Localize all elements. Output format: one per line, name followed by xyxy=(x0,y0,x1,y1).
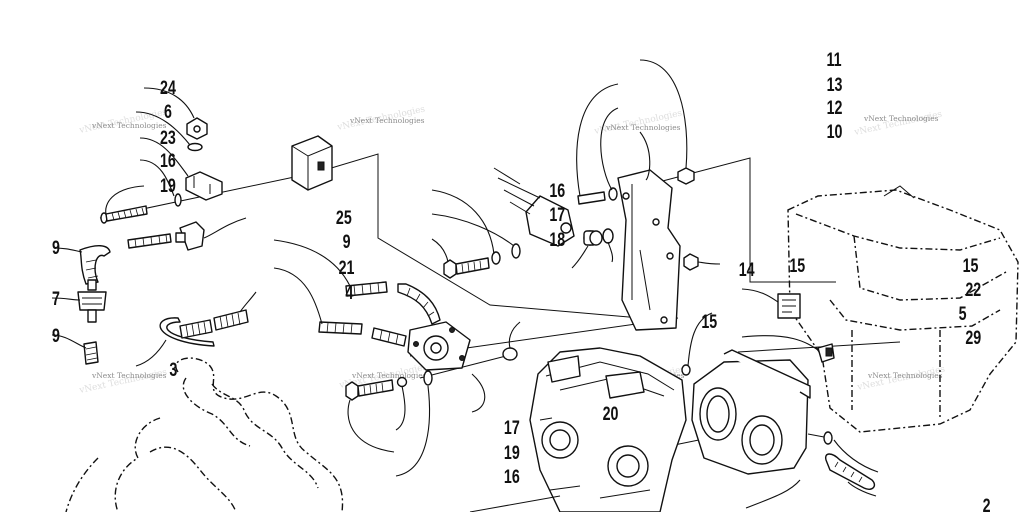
washer xyxy=(174,193,182,207)
callout-17: 17 xyxy=(504,417,520,438)
carburetor-assembly xyxy=(469,347,687,512)
callout-16: 16 xyxy=(160,150,176,171)
callout-15: 15 xyxy=(789,255,805,276)
watermark: vNext Technologies xyxy=(91,121,167,130)
washer xyxy=(396,376,408,388)
callout-19: 19 xyxy=(504,442,520,463)
callout-9: 9 xyxy=(343,231,351,252)
callouts: 24 6 23 16 19 25 9 7 9 9 21 4 3 16 17 18… xyxy=(52,49,991,512)
callout-13: 13 xyxy=(827,74,843,95)
watermark: vNext Technologies xyxy=(867,371,943,380)
screw xyxy=(100,205,148,224)
callout-21: 21 xyxy=(339,257,355,278)
callout-7: 7 xyxy=(52,288,60,309)
watermark: vNext Technologies xyxy=(605,123,681,132)
fuel-pump xyxy=(407,321,471,371)
solenoid xyxy=(493,167,575,247)
callout-15: 15 xyxy=(701,311,717,332)
springs xyxy=(179,309,249,339)
fitting xyxy=(175,221,205,251)
callout-29: 29 xyxy=(965,327,981,348)
callout-18: 18 xyxy=(549,229,565,250)
watermark: vNext Technologies xyxy=(351,371,427,380)
callout-17: 17 xyxy=(549,204,565,225)
nut xyxy=(683,253,699,271)
callout-25: 25 xyxy=(336,207,352,228)
callout-2: 2 xyxy=(983,495,991,512)
leader-lines xyxy=(51,59,879,509)
callout-6: 6 xyxy=(164,101,172,122)
fuel-filter xyxy=(77,279,107,323)
washer xyxy=(602,228,614,244)
bolt xyxy=(443,257,490,279)
screw xyxy=(577,191,606,205)
callout-15: 15 xyxy=(963,255,979,276)
hose xyxy=(83,341,99,365)
washer xyxy=(511,243,521,259)
air-intake-housing xyxy=(681,349,876,490)
left-parts xyxy=(77,117,249,365)
callout-22: 22 xyxy=(965,279,981,300)
callout-12: 12 xyxy=(827,97,843,118)
airbox-outline xyxy=(777,185,1019,433)
mounting-plate xyxy=(577,167,699,331)
fastener xyxy=(681,364,691,376)
center-parts xyxy=(291,135,614,401)
callout-9: 9 xyxy=(52,325,60,346)
washer xyxy=(187,142,203,152)
bolt xyxy=(345,379,394,401)
callout-11: 11 xyxy=(827,49,842,70)
hose xyxy=(79,245,111,285)
callout-3: 3 xyxy=(169,359,177,380)
watermark: vNext Technologies xyxy=(863,114,939,123)
engine-outline xyxy=(65,357,344,512)
callout-16: 16 xyxy=(504,466,520,487)
callout-5: 5 xyxy=(959,303,967,324)
watermark: vNext Technologies xyxy=(91,371,167,380)
watermark: vNext Technologies xyxy=(349,116,425,125)
washer xyxy=(423,370,433,386)
callout-9: 9 xyxy=(52,237,60,258)
callout-24: 24 xyxy=(160,77,176,98)
callout-14: 14 xyxy=(739,259,755,280)
washer xyxy=(608,187,618,201)
callout-23: 23 xyxy=(160,127,176,148)
callout-19: 19 xyxy=(160,175,176,196)
spacer xyxy=(502,347,518,361)
fastener xyxy=(823,431,833,445)
washer xyxy=(491,251,501,265)
retainer xyxy=(159,317,215,347)
bracket xyxy=(185,171,223,201)
hose xyxy=(318,321,407,347)
hose xyxy=(345,281,441,325)
callout-4: 4 xyxy=(345,282,353,303)
callout-20: 20 xyxy=(603,403,619,424)
nut xyxy=(677,167,695,185)
callout-16: 16 xyxy=(549,180,565,201)
junction-box xyxy=(291,135,333,191)
spacer xyxy=(583,230,603,246)
callout-10: 10 xyxy=(827,121,843,142)
